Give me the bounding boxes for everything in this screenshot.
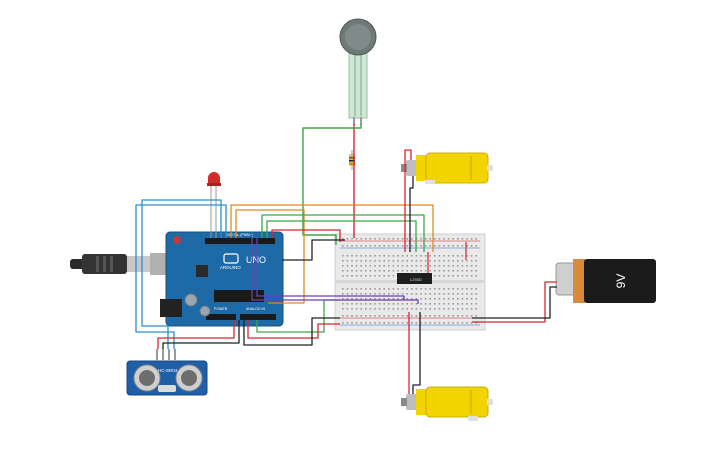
wire-red-low[interactable]: [247, 320, 340, 339]
wire-gnd-black[interactable]: [282, 239, 345, 261]
analog-header: [240, 314, 276, 320]
arduino-uno[interactable]: ARDUINO UNO DIGITAL (PWM~) POWER ANALOG …: [160, 231, 284, 327]
power-label: POWER: [214, 307, 228, 311]
wire-battery-black[interactable]: [472, 286, 557, 319]
power-header: [206, 314, 236, 320]
usb-cable: [70, 253, 168, 275]
wire-motor1-red[interactable]: [404, 149, 412, 252]
wire-5v-red[interactable]: [271, 229, 341, 242]
ultrasonic-label: HC-SR04: [158, 368, 178, 373]
battery-9v[interactable]: 9V: [555, 259, 656, 303]
wire-purple-2[interactable]: [251, 238, 419, 304]
wire-green-1[interactable]: [261, 214, 425, 252]
wire-blue-1[interactable]: [135, 204, 227, 349]
usb-chip: [196, 265, 208, 277]
wires: [135, 124, 557, 394]
digital-label: DIGITAL (PWM~): [226, 233, 253, 237]
wire-battery-red[interactable]: [472, 281, 557, 323]
arduino-model-label: UNO: [246, 255, 266, 265]
ultrasonic-sensor[interactable]: HC-SR04: [126, 349, 208, 396]
wire-black-low[interactable]: [243, 317, 340, 346]
arduino-brand-label: ARDUINO: [220, 265, 241, 270]
wire-us-gnd[interactable]: [162, 320, 240, 349]
l293d-driver-chip[interactable]: [397, 273, 432, 284]
driver-ic-label: L293D: [410, 277, 422, 282]
wire-orange-2[interactable]: [235, 209, 305, 304]
wire-green-2[interactable]: [266, 220, 417, 252]
dc-motor-top[interactable]: [401, 152, 493, 184]
arduino-logo-icon: [223, 253, 239, 264]
wire-us-vcc[interactable]: [157, 320, 235, 349]
analog-label: ANALOG IN: [246, 307, 266, 311]
digital-header: [205, 238, 275, 244]
power-jack: [160, 299, 182, 317]
red-led[interactable]: [207, 172, 221, 238]
wire-blue-2[interactable]: [141, 199, 222, 349]
wire-orange-1[interactable]: [230, 204, 434, 252]
wire-motor1-black[interactable]: [409, 176, 414, 252]
wire-purple-1[interactable]: [256, 238, 405, 300]
battery-label: 9V: [614, 274, 628, 289]
dc-motor-bottom[interactable]: [401, 386, 493, 421]
reset-button[interactable]: [173, 236, 181, 244]
breadboard-holes: [342, 238, 477, 324]
force-sensor[interactable]: [339, 18, 377, 125]
wire-motor2-black[interactable]: [412, 312, 421, 394]
wire-fsr-green[interactable]: [302, 124, 362, 245]
